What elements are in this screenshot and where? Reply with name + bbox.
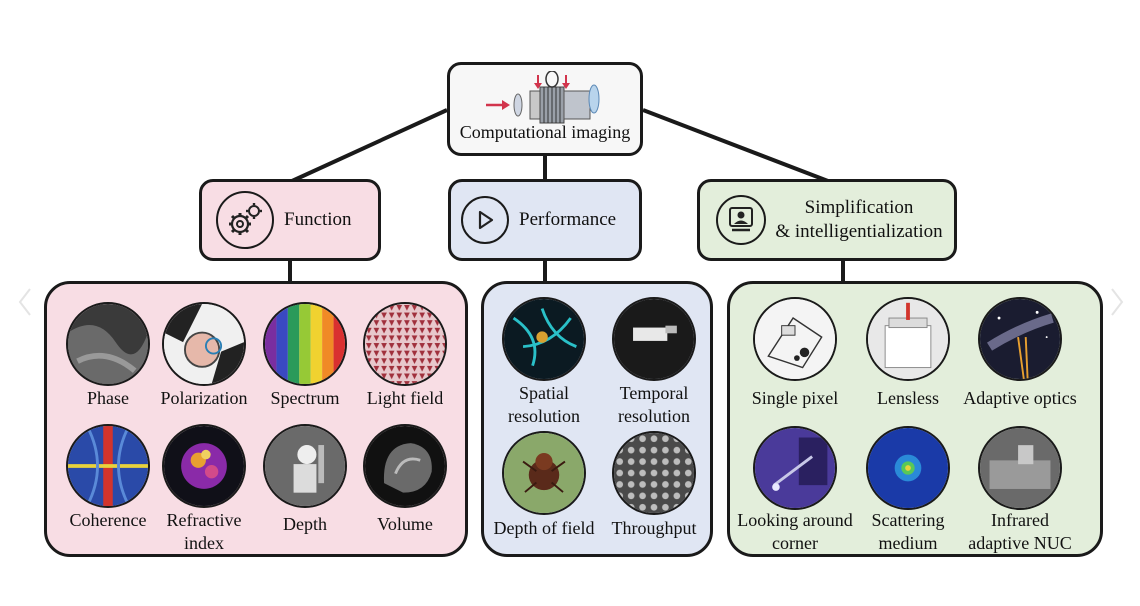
- throughput-image: [612, 431, 696, 515]
- item-label: Refractive index: [166, 510, 242, 553]
- category-function: Function: [199, 179, 381, 261]
- lensless-image: [866, 297, 950, 381]
- previous-arrow-icon[interactable]: [18, 287, 32, 317]
- item-label: Spectrum: [270, 388, 340, 408]
- phase-image: [66, 302, 150, 386]
- item-label: Phase: [87, 388, 129, 408]
- item-label: Depth: [283, 514, 327, 534]
- temporal-resolution-image: [612, 297, 696, 381]
- category-label-performance: Performance: [519, 209, 617, 230]
- looking-around-corner-image: [753, 426, 837, 510]
- item-label: Temporal resolution: [618, 383, 690, 426]
- next-arrow-icon[interactable]: [1110, 287, 1124, 317]
- item-label: Infrared adaptive NUC: [968, 510, 1072, 553]
- item-label: Looking around corner: [737, 510, 853, 553]
- item-label: Single pixel: [751, 388, 839, 408]
- spectrum-image: [263, 302, 347, 386]
- root-node: Computational imaging: [447, 62, 643, 156]
- scattering-medium-image: [866, 426, 950, 510]
- item-label: Spatial resolution: [508, 383, 580, 426]
- item-label: Depth of field: [493, 518, 595, 538]
- depth-of-field-image: [502, 431, 586, 515]
- item-label: Lensless: [877, 388, 939, 408]
- item-label: Volume: [377, 514, 433, 534]
- performance-panel: Spatial resolution Temporal resolution D…: [481, 281, 713, 557]
- volume-image: [363, 424, 447, 508]
- depth-image: [263, 424, 347, 508]
- single-pixel-image: [753, 297, 837, 381]
- play-icon: [461, 196, 509, 244]
- category-label-function: Function: [284, 209, 352, 230]
- category-performance: Performance: [448, 179, 642, 261]
- item-label: Polarization: [160, 388, 248, 408]
- refractive-index-image: [162, 424, 246, 508]
- infrared-adaptive-nuc-image: [978, 426, 1062, 510]
- simplification-panel: Single pixel Lensless Adaptive optics Lo…: [727, 281, 1103, 557]
- lens-system-icon: [486, 71, 600, 124]
- adaptive-optics-image: [978, 297, 1062, 381]
- function-panel: Phase Polarization Spectrum Light field …: [44, 281, 468, 557]
- item-label: Light field: [366, 388, 444, 408]
- item-label: Coherence: [69, 510, 147, 530]
- person-screen-icon: [716, 195, 766, 245]
- item-label: Throughput: [611, 518, 697, 538]
- item-label: Adaptive optics: [963, 388, 1077, 408]
- category-label-simplification: Simplification & intelligentialization: [775, 197, 943, 242]
- root-label: Computational imaging: [459, 122, 631, 142]
- item-label: Scattering medium: [871, 510, 945, 553]
- coherence-image: [66, 424, 150, 508]
- category-simplification: Simplification & intelligentialization: [697, 179, 957, 261]
- spatial-resolution-image: [502, 297, 586, 381]
- light-field-image: [363, 302, 447, 386]
- polarization-image: [162, 302, 246, 386]
- gears-icon: [216, 191, 274, 249]
